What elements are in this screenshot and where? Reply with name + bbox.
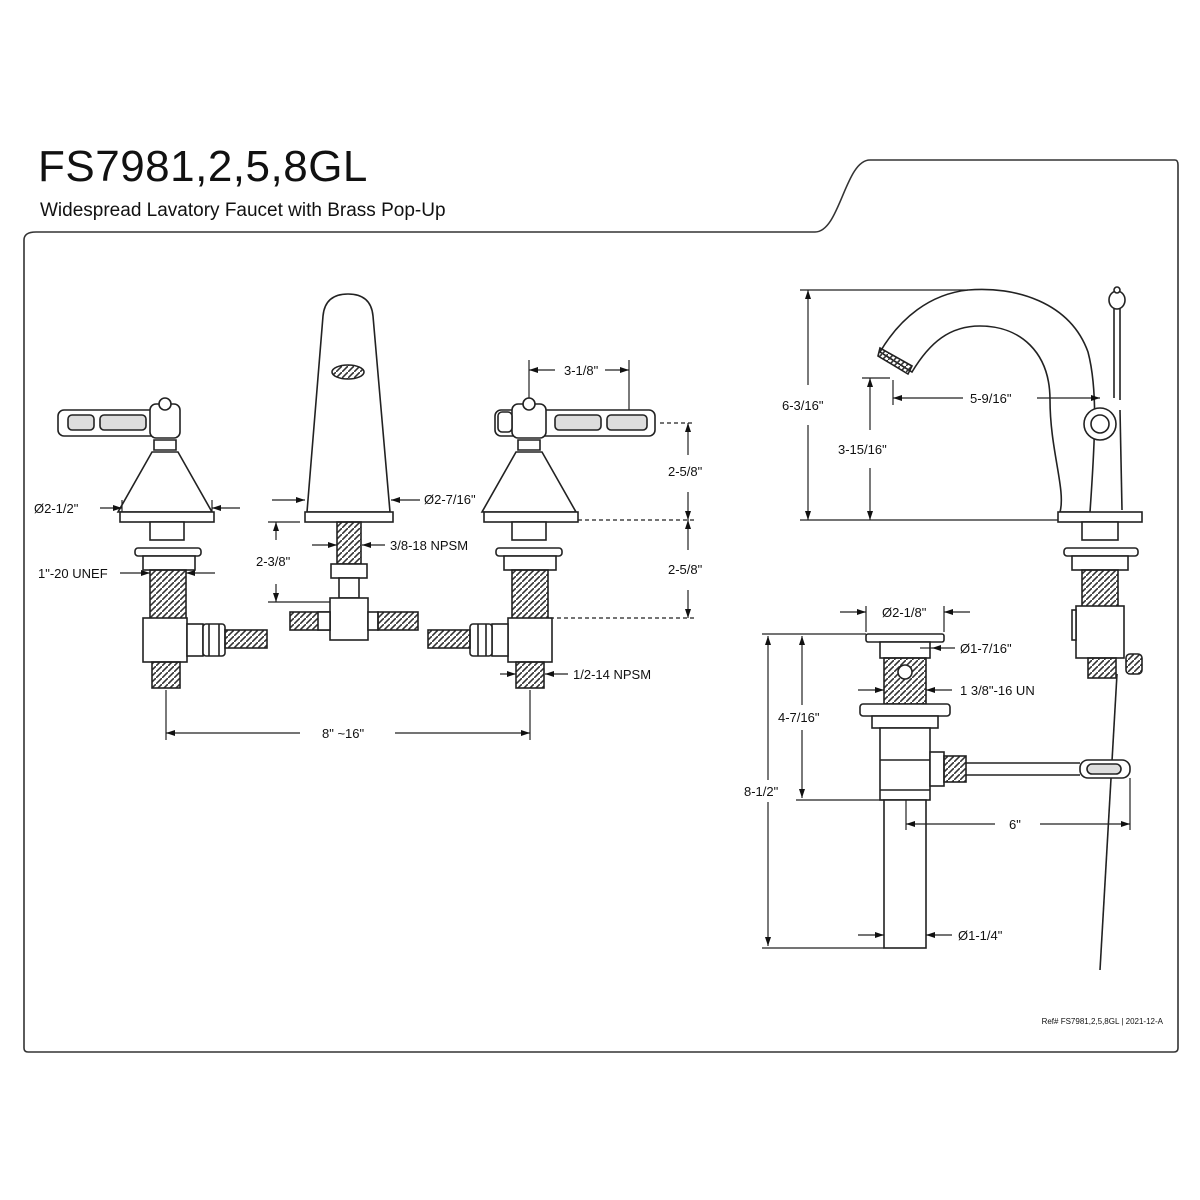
reference-note: Ref# FS7981,2,5,8GL | 2021-12-A (1042, 1017, 1164, 1026)
label-lift-rod-reach: 6" (1009, 817, 1021, 832)
spout (289, 293, 419, 641)
label-tailpiece-dia: Ø1-1/4" (958, 928, 1003, 943)
drain-dimension-lines (762, 606, 1131, 949)
label-handle-height: 2-5/8" (668, 464, 703, 479)
label-handle-width: 3-1/8" (564, 363, 599, 378)
label-spout-clearance: 3-15/16" (838, 442, 887, 457)
label-spout-thread: 3/8-18 NPSM (390, 538, 468, 553)
right-handle (427, 397, 656, 689)
front-view (57, 293, 656, 689)
popup-drain (859, 633, 1131, 949)
label-flange-dia: Ø2-1/8" (882, 605, 927, 620)
label-drain-total-height: 8-1/2" (744, 784, 779, 799)
label-inlet-thread: 1/2-14 NPSM (573, 667, 651, 682)
label-handle-shank-height: 2-5/8" (668, 562, 703, 577)
label-handle-thread: 1"-20 UNEF (38, 566, 108, 581)
label-spread: 8" ~16" (322, 726, 365, 741)
front-view-dimension-lines (100, 360, 695, 740)
label-spout-base-dia: Ø2-7/16" (424, 492, 476, 507)
product-description: Widespread Lavatory Faucet with Brass Po… (40, 200, 446, 221)
side-view-dimension-lines (800, 289, 1100, 521)
label-spout-shank-height: 2-3/8" (256, 554, 291, 569)
left-handle (57, 397, 268, 689)
label-drain-thread: 1 3/8"-16 UN (960, 683, 1035, 698)
label-spout-reach: 5-9/16" (970, 391, 1012, 406)
label-drain-top-dia: Ø1-7/16" (960, 641, 1012, 656)
drawing-frame (23, 159, 1179, 1053)
label-drain-body-height: 4-7/16" (778, 710, 820, 725)
side-view (877, 286, 1143, 971)
dimension-labels: Ø2-1/2" 1"-20 UNEF Ø2-7/16" 3/8-18 NPSM … (34, 363, 1035, 943)
label-handle-base-dia: Ø2-1/2" (34, 501, 79, 516)
model-number-title: FS7981,2,5,8GL (38, 142, 368, 191)
label-overall-height: 6-3/16" (782, 398, 824, 413)
